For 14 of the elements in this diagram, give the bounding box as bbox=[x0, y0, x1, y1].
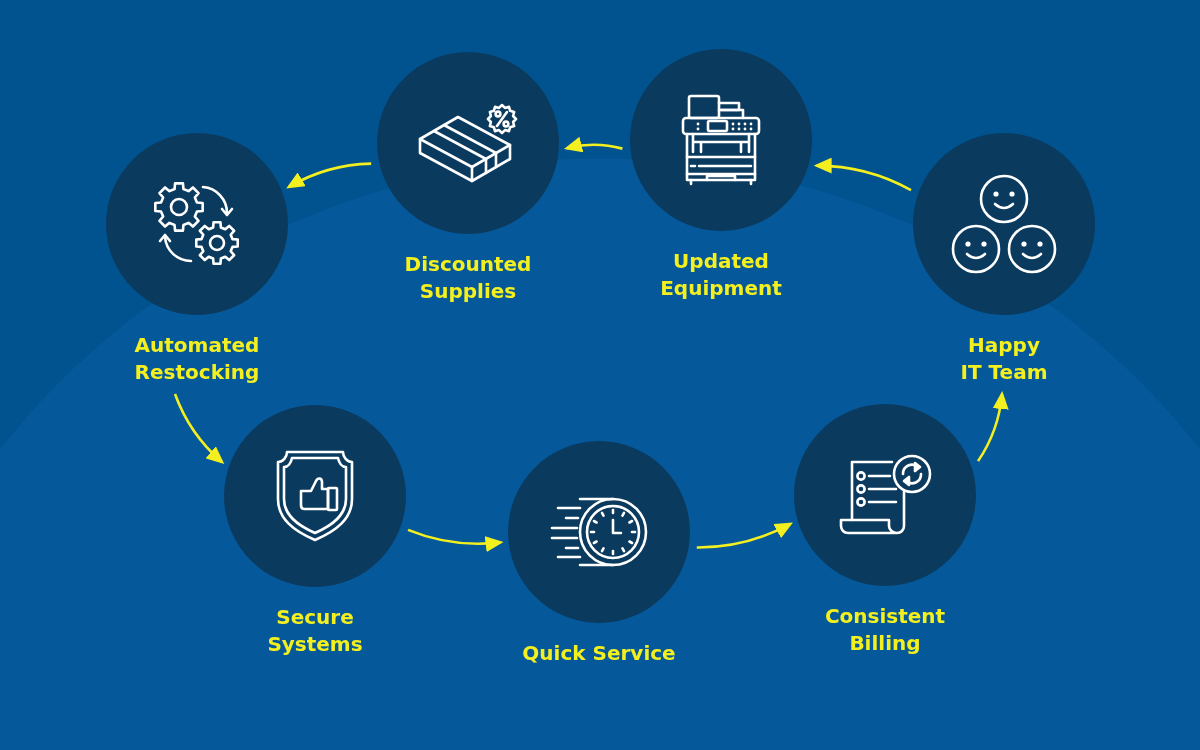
step-label: Secure Systems bbox=[267, 604, 363, 658]
step-label: Happy IT Team bbox=[960, 332, 1048, 386]
curved-arrow bbox=[286, 162, 372, 189]
curved-arrow bbox=[407, 528, 504, 552]
curved-arrow bbox=[696, 522, 793, 549]
step-label: Discounted Supplies bbox=[404, 251, 532, 305]
curved-arrow bbox=[173, 393, 225, 465]
step-label: Quick Service bbox=[522, 640, 676, 667]
step-label: Consistent Billing bbox=[824, 603, 946, 657]
curved-arrow bbox=[563, 137, 623, 153]
curved-arrow bbox=[976, 391, 1009, 462]
step-label: Automated Restocking bbox=[134, 332, 260, 386]
step-label: Updated Equipment bbox=[660, 248, 782, 302]
curved-arrow bbox=[813, 157, 912, 192]
